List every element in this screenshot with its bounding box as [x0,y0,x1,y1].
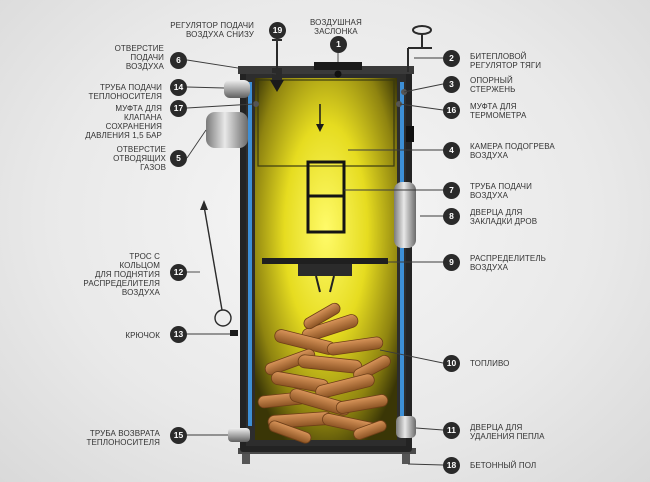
leader-line [186,86,225,89]
label-hook: КРЮЧОК [125,331,160,340]
hook [230,330,238,336]
callout-badge-6: 6 [170,52,187,69]
label-concrete-floor: БЕТОННЫЙ ПОЛ [470,461,537,470]
thermometer-fitting [396,101,402,107]
callout-badge-4: 4 [443,142,460,159]
callout-badge-10: 10 [443,355,460,372]
return-pipe [228,428,250,442]
air-supply-tube [306,160,346,234]
firewood-log [268,420,312,444]
thermometer-socket [406,126,414,142]
supply-pipe [224,80,250,98]
callout-badge-7: 7 [443,182,460,199]
callout-badge-5: 5 [170,150,187,167]
air-damper [238,62,414,78]
firewood-pile [257,302,391,444]
firewood-log [315,373,375,399]
leader-line [186,129,207,159]
air-distributor [262,258,388,293]
leader-line [379,349,444,364]
firewood-log [353,420,387,440]
callout-badge-19: 19 [269,22,286,39]
callout-badge-16: 16 [443,102,460,119]
callout-badge-9: 9 [443,254,460,271]
callout-badge-12: 12 [170,264,187,281]
leader-line [186,103,255,109]
flue-gas-outlet [206,112,248,148]
callout-badge-8: 8 [443,208,460,225]
callout-badge-17: 17 [170,100,187,117]
firewood-log [335,394,389,414]
leader-line [399,103,444,111]
callout-badge-18: 18 [443,457,460,474]
air-heating-chamber [257,79,395,167]
callout-badge-14: 14 [170,79,187,96]
firewood-log [326,336,384,356]
label-fuel: ТОПЛИВО [470,359,510,368]
callout-badge-1: 1 [330,36,347,53]
callout-badge-13: 13 [170,326,187,343]
firewood-log [303,302,341,330]
leader-line [415,427,444,431]
callout-badge-11: 11 [443,422,460,439]
loading-door [394,182,416,248]
leader-line [186,59,277,75]
cable-with-ring [200,200,232,327]
leader-line [407,463,444,466]
callout-leaders [186,39,444,466]
leader-line [403,83,444,93]
callout-badge-2: 2 [443,50,460,67]
callout-badge-3: 3 [443,76,460,93]
draft-regulator [407,25,432,72]
ash-door [396,416,416,438]
valve-socket [253,101,259,107]
callout-badge-15: 15 [170,427,187,444]
